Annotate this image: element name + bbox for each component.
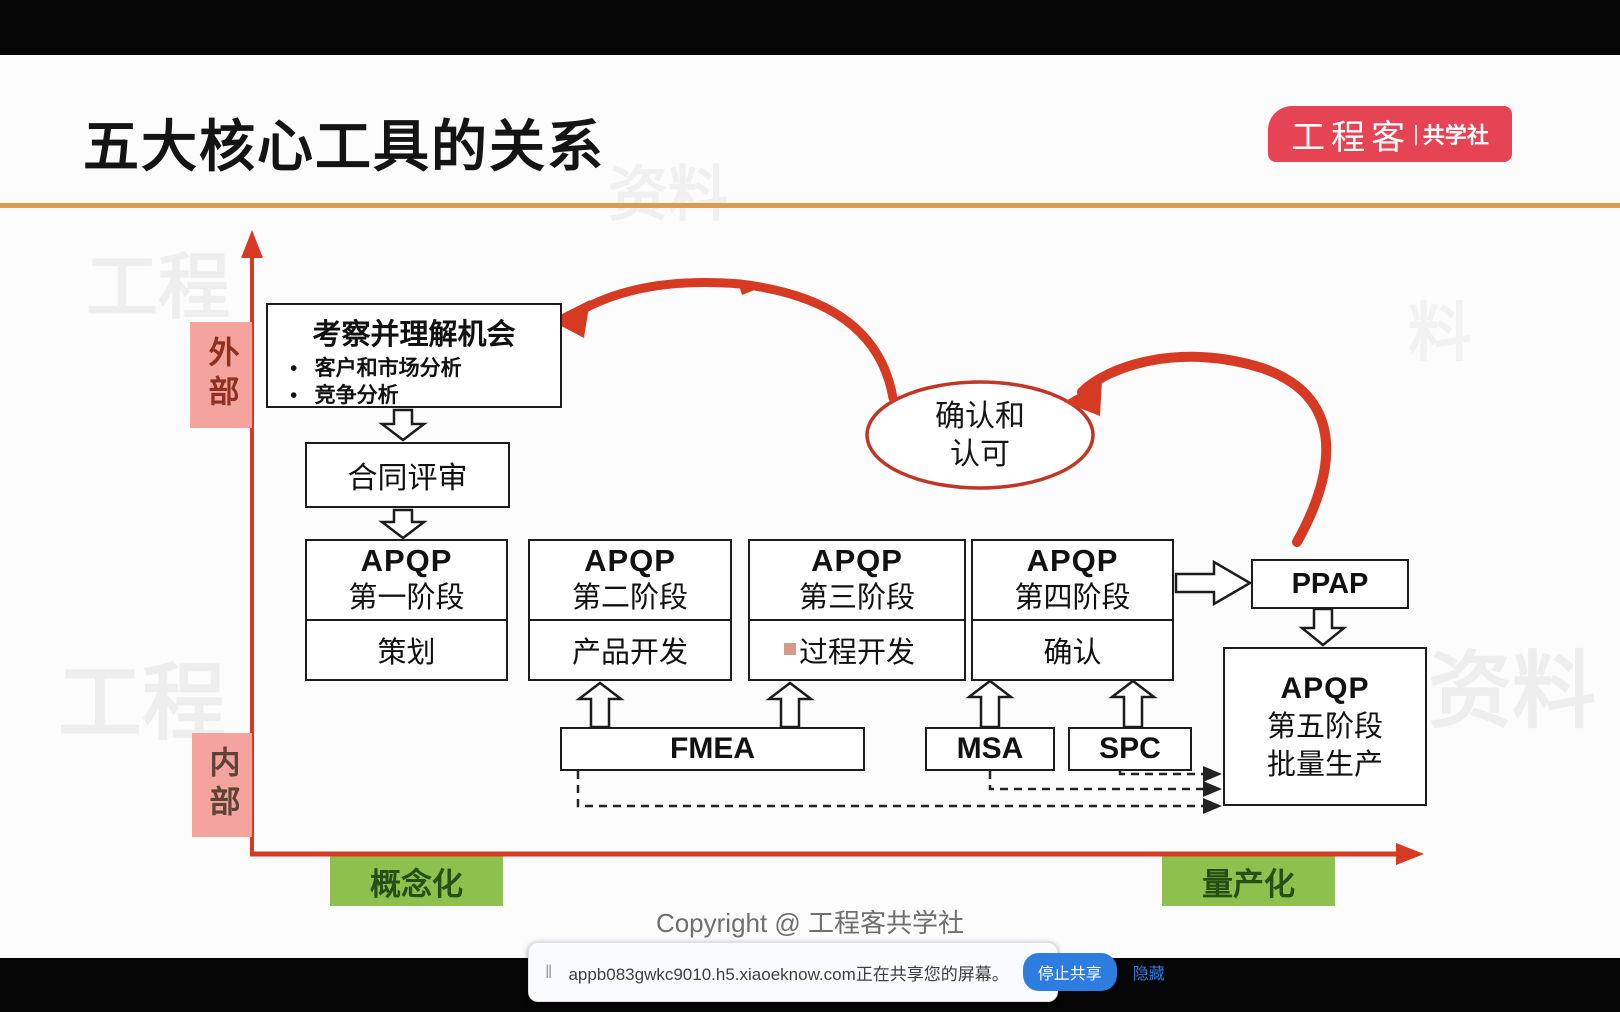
axis-label-internal: 内部	[192, 733, 252, 837]
hide-link[interactable]: 隐藏	[1132, 966, 1165, 983]
contract-review-box: 合同评审	[305, 442, 510, 508]
share-message: appb083gwkc9010.h5.xiaoeknow.com正在共享您的屏幕…	[568, 964, 1009, 984]
activity-label: 确认	[1043, 636, 1102, 669]
apqp-stage2-box: APQP 第二阶段 产品开发	[528, 539, 732, 681]
logo-divider: |	[1413, 121, 1419, 146]
phase-label: 第三阶段	[798, 582, 915, 614]
title-rule	[0, 203, 1620, 208]
page-title: 五大核心工具的关系	[83, 115, 605, 178]
apqp-stage5-box: APQP 第五阶段 批量生产	[1223, 647, 1427, 806]
opportunity-title: 考察并理解机会	[312, 319, 516, 351]
logo-brand-text: 工程客	[1291, 118, 1412, 157]
apqp-stage4-box: APQP 第四阶段 确认	[971, 539, 1174, 681]
apqp-label: APQP	[584, 543, 676, 578]
activity-label: 过程开发	[798, 636, 915, 669]
copyright-text: Copyright @ 工程客共学社	[655, 908, 965, 938]
axis-label-conceptualization: 概念化	[330, 856, 503, 906]
apqp-label: APQP	[1026, 543, 1119, 578]
activity-label: 批量生产	[1266, 748, 1383, 781]
ellipse-line-1: 确认和	[935, 400, 1025, 433]
logo-suffix-text: 共学社	[1422, 123, 1489, 148]
watermark: 资料	[608, 146, 728, 233]
ppap-box: PPAP	[1251, 559, 1409, 609]
apqp-stage3-box: APQP 第三阶段 过程开发	[748, 539, 966, 681]
stop-sharing-button[interactable]: 停止共享	[1022, 953, 1117, 991]
spc-box: SPC	[1068, 727, 1192, 771]
msa-box: MSA	[925, 727, 1055, 771]
watermark: 资料	[1428, 646, 1597, 739]
confirm-approve-ellipse-label: 确认和 认可	[905, 398, 1055, 474]
bullet-text: 客户和市场分析	[314, 356, 462, 380]
cursor-marker-square	[784, 643, 796, 655]
phase-label: 第五阶段	[1266, 710, 1383, 743]
apqp-stage1-box: APQP 第一阶段 策划	[305, 539, 508, 681]
ellipse-line-2: 认可	[950, 438, 1010, 471]
phase-label: 第四阶段	[1014, 582, 1131, 614]
apqp-label: APQP	[1280, 671, 1370, 705]
opportunity-box: 考察并理解机会 • 客户和市场分析 • 竞争分析	[266, 303, 562, 408]
phase-label: 第二阶段	[571, 582, 688, 614]
bullet-dot: •	[290, 383, 298, 407]
bullet-text: 竞争分析	[314, 383, 399, 407]
brand-logo: 工程客 | 共学社	[1268, 106, 1512, 162]
opportunity-bullet-1: • 客户和市场分析	[290, 355, 560, 382]
apqp-label: APQP	[811, 543, 903, 578]
drag-handle-icon[interactable]: ‖	[545, 961, 555, 982]
axis-label-external: 外部	[190, 322, 252, 428]
axis-label-mass-production: 量产化	[1162, 856, 1335, 906]
screen-share-bar: ‖ appb083gwkc9010.h5.xiaoeknow.com正在共享您的…	[528, 942, 1165, 1002]
top-letterbox-bar	[0, 0, 1620, 55]
phase-label: 第一阶段	[348, 582, 465, 614]
bullet-dot: •	[290, 356, 298, 380]
activity-label: 策划	[377, 636, 436, 669]
activity-label: 产品开发	[571, 636, 688, 669]
apqp-label: APQP	[360, 543, 453, 578]
watermark: 工程	[86, 248, 231, 328]
opportunity-bullet-2: • 竞争分析	[290, 382, 560, 409]
fmea-box: FMEA	[560, 727, 865, 771]
